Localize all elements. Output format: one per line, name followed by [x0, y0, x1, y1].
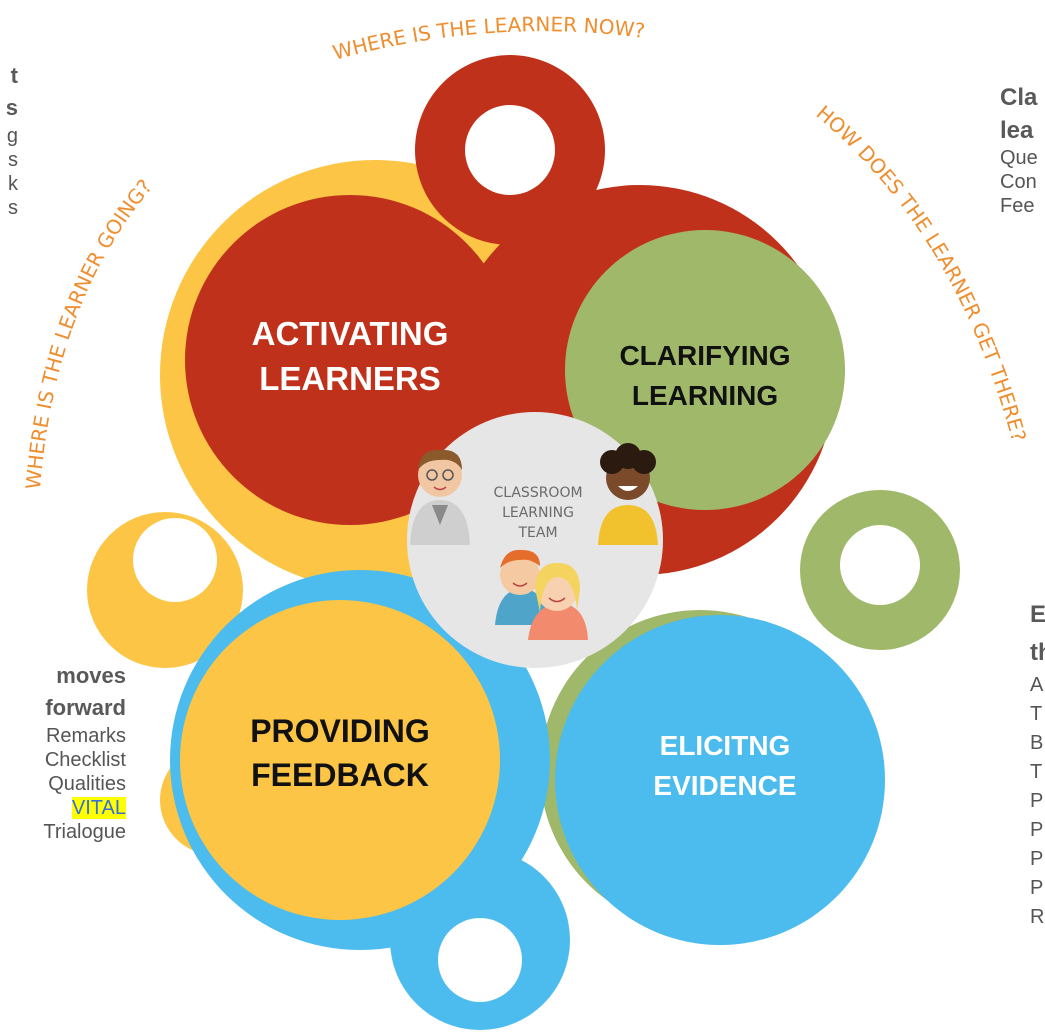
ring-holes	[133, 105, 920, 1002]
teacher-avatar-icon	[410, 449, 470, 545]
vital-highlight: VITAL	[71, 797, 126, 819]
arc-label-left: WHERE IS THE LEARNER GOING?	[21, 175, 157, 491]
right-top-heading2: lea	[1000, 117, 1034, 144]
right-bottom-item6: P	[1030, 819, 1044, 841]
students-avatar-icon	[495, 549, 588, 640]
right-bottom-text: E th A T B T P P P P R	[1030, 595, 1045, 932]
right-bottom-item4: T	[1030, 761, 1043, 783]
student-girl-avatar-icon	[598, 443, 658, 545]
right-top-item1: Que	[1000, 147, 1038, 169]
circle-activating-learners: ACTIVATING LEARNERS	[185, 195, 515, 525]
right-bottom-heading1: E	[1030, 601, 1045, 628]
left-bottom-item1: Remarks	[45, 725, 126, 747]
eliciting-line2: EVIDENCE	[653, 770, 796, 801]
right-bottom-heading2: th	[1030, 639, 1045, 666]
center-line2: LEARNING	[502, 505, 574, 521]
left-bottom-heading2: forward	[45, 695, 126, 720]
clarifying-line2: LEARNING	[632, 380, 778, 411]
circle-providing-feedback: PROVIDING FEEDBACK	[180, 600, 500, 920]
arc-label-top: WHERE IS THE LEARNER NOW?	[330, 12, 646, 65]
left-top-line6: s	[8, 197, 18, 219]
eliciting-line1: ELICITNG	[660, 730, 791, 761]
providing-line1: PROVIDING	[250, 713, 430, 749]
right-top-text: Cla lea Que Con Fee	[1000, 80, 1045, 218]
circle-clarifying-learning: CLARIFYING LEARNING	[565, 230, 845, 510]
center-line1: CLASSROOM	[493, 485, 582, 501]
left-bottom-heading1: moves	[56, 663, 126, 688]
left-bottom-item5: Trialogue	[43, 821, 126, 843]
left-top-line2: s	[5, 95, 18, 120]
providing-line2: FEEDBACK	[251, 757, 429, 793]
arc-label-right: HOW DOES THE LEARNER GET THERE?	[812, 101, 1031, 445]
right-bottom-item8: P	[1030, 877, 1044, 899]
left-bottom-item4: VITAL	[0, 796, 126, 820]
right-bottom-item3: B	[1030, 732, 1044, 754]
center-team-circle: CLASSROOM LEARNING TEAM	[407, 412, 663, 668]
left-top-line3: g	[6, 125, 18, 147]
right-bottom-item5: P	[1030, 790, 1044, 812]
left-bottom-item3: Qualities	[48, 773, 126, 795]
activating-line2: LEARNERS	[259, 360, 441, 397]
right-bottom-item7: P	[1030, 848, 1044, 870]
right-top-item3: Fee	[1000, 195, 1035, 217]
activating-line1: ACTIVATING	[252, 315, 449, 352]
circle-eliciting-evidence: ELICITNG EVIDENCE	[555, 615, 885, 945]
left-top-line4: s	[8, 149, 18, 171]
right-top-item2: Con	[1000, 171, 1037, 193]
right-bottom-item2: T	[1030, 703, 1043, 725]
left-top-line1: t	[10, 63, 18, 88]
left-top-text: t s g s k s	[0, 60, 18, 220]
right-bottom-item1: A	[1030, 674, 1044, 696]
center-line3: TEAM	[517, 525, 557, 541]
clarifying-line1: CLARIFYING	[619, 340, 790, 371]
right-top-heading1: Cla	[1000, 84, 1038, 111]
left-bottom-text: moves forward Remarks Checklist Qualitie…	[0, 660, 126, 844]
right-bottom-item9: R	[1030, 906, 1045, 928]
left-bottom-item2: Checklist	[44, 749, 126, 771]
left-top-line5: k	[8, 173, 18, 195]
